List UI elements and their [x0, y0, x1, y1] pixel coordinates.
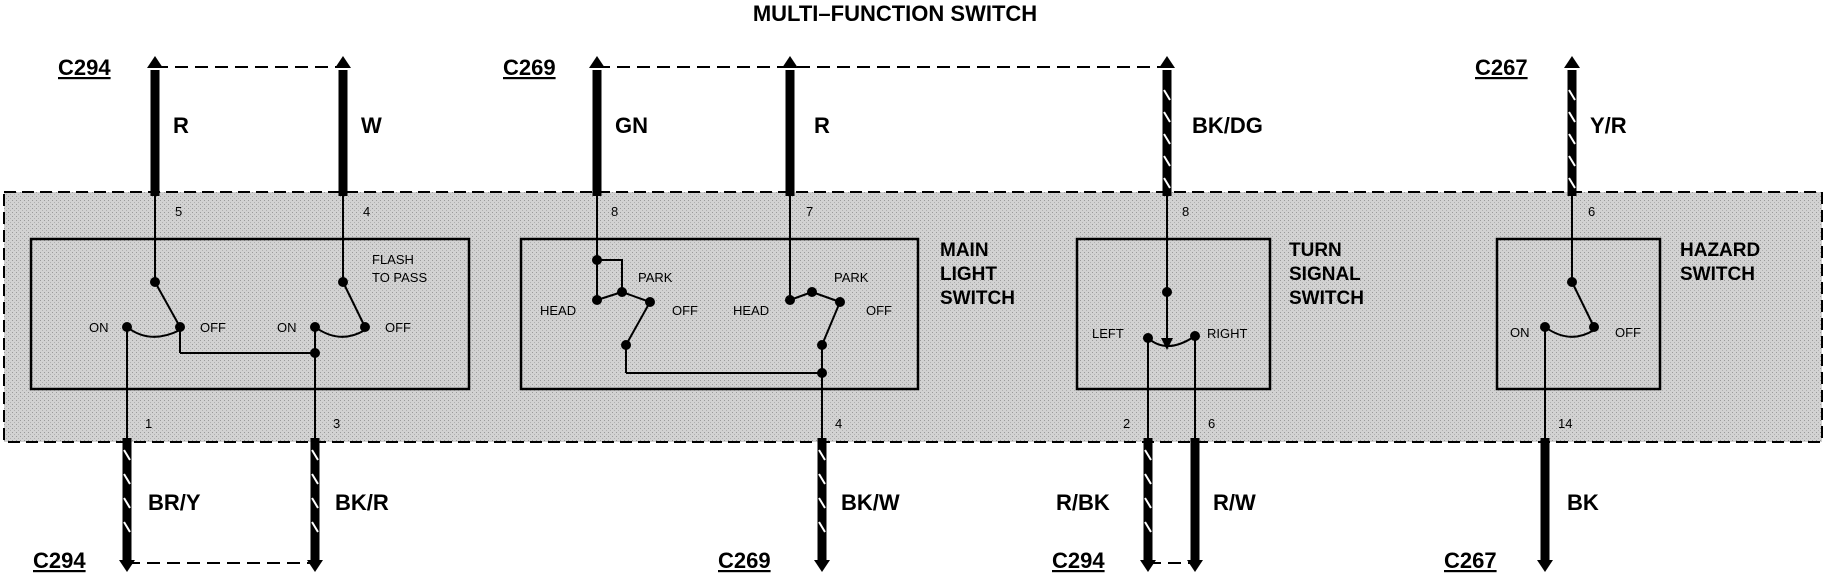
position-label: ON [89, 320, 109, 335]
position-label: HEAD [733, 303, 769, 318]
connector-label-bottom: C294 [1052, 548, 1105, 573]
switch-name: SWITCH [1680, 264, 1755, 285]
wire-color-label: Y/R [1590, 113, 1627, 138]
switch-name: SWITCH [940, 288, 1015, 309]
position-label: ON [277, 320, 297, 335]
position-label: LEFT [1092, 326, 1124, 341]
pin-number: 4 [363, 204, 370, 219]
wire-color-label: W [361, 113, 382, 138]
bottom-arrowheads [119, 560, 1553, 572]
wire-color-label: R/BK [1056, 490, 1110, 515]
position-label: OFF [1615, 325, 1641, 340]
switch-name: SWITCH [1289, 288, 1364, 309]
wire-color-label: R [173, 113, 189, 138]
pin-number: 6 [1588, 204, 1595, 219]
switch-name: TO PASS [372, 270, 427, 285]
switch-name: HAZARD [1680, 240, 1760, 261]
wire-color-label: R/W [1213, 490, 1256, 515]
position-label: HEAD [540, 303, 576, 318]
position-label: PARK [638, 270, 673, 285]
bottom-wire-stripes [123, 449, 1152, 533]
connector-label-bottom: C269 [718, 548, 771, 573]
pin-number: 4 [835, 416, 842, 431]
wire-color-label: GN [615, 113, 648, 138]
position-label: PARK [834, 270, 869, 285]
pin-number: 8 [1182, 204, 1189, 219]
position-label: RIGHT [1207, 326, 1248, 341]
pin-number: 14 [1558, 416, 1572, 431]
position-label: OFF [672, 303, 698, 318]
switch-name: FLASH [372, 252, 414, 267]
wire-color-label: BK/R [335, 490, 389, 515]
position-label: ON [1510, 325, 1530, 340]
connector-label-top: C267 [1475, 55, 1528, 80]
connector-label-bottom: C294 [33, 548, 86, 573]
wire-color-label: BR/Y [148, 490, 201, 515]
switch-name: MAIN [940, 240, 989, 261]
switch-name: SIGNAL [1289, 264, 1361, 285]
hazard-switch-box [1495, 237, 1662, 391]
wire-color-label: BK/DG [1192, 113, 1263, 138]
position-label: OFF [385, 320, 411, 335]
bottom-wires [122, 438, 1550, 560]
flash-to-pass-box [29, 237, 471, 391]
connector-label-top: C269 [503, 55, 556, 80]
turn-signal-switch-box [1075, 237, 1272, 391]
wire-color-label: R [814, 113, 830, 138]
pin-number: 8 [611, 204, 618, 219]
connector-label-bottom: C267 [1444, 548, 1497, 573]
top-wire-stripes [1163, 89, 1576, 189]
pin-number: 6 [1208, 416, 1215, 431]
pin-number: 5 [175, 204, 182, 219]
turn-signal-arrowhead [1161, 338, 1173, 350]
pin-number: 3 [333, 416, 340, 431]
top-wires [150, 70, 1577, 196]
junction-dots [122, 255, 1599, 378]
switch-name: LIGHT [940, 264, 997, 285]
connector-label-top: C294 [58, 55, 111, 80]
pin-number: 7 [806, 204, 813, 219]
wire-color-label: BK [1567, 490, 1599, 515]
pin-number: 2 [1123, 416, 1130, 431]
diagram-title: MULTI–FUNCTION SWITCH [753, 1, 1037, 26]
wire-color-label: BK/W [841, 490, 900, 515]
pin-number: 1 [145, 416, 152, 431]
top-arrowheads [147, 56, 1580, 68]
position-label: OFF [200, 320, 226, 335]
main-light-switch-box [519, 237, 920, 391]
position-label: OFF [866, 303, 892, 318]
switch-name: TURN [1289, 240, 1342, 261]
